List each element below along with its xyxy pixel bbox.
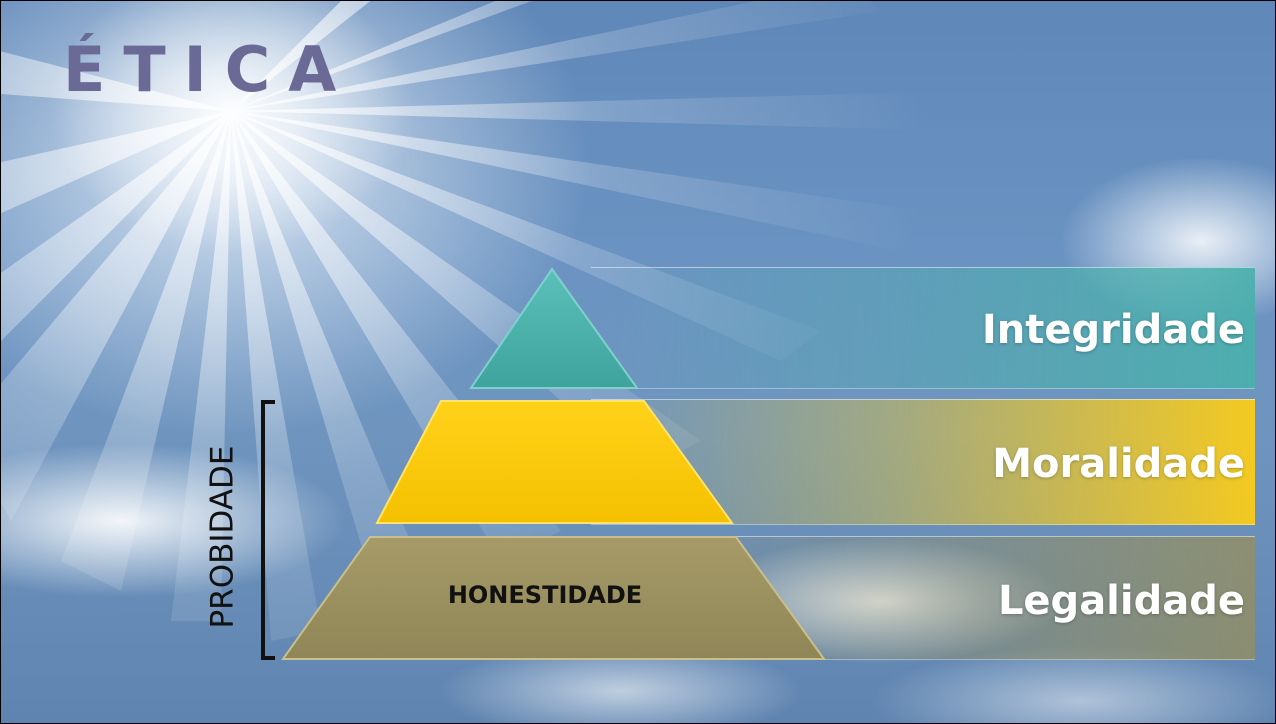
band-moralidade: Moralidade	[591, 399, 1255, 525]
pyramid-bottom-tier	[281, 536, 826, 660]
probidade-label: PROBIDADE	[204, 445, 241, 629]
band-integridade: Integridade	[591, 267, 1255, 389]
probidade-bracket	[261, 400, 275, 660]
probidade-label-wrap: PROBIDADE	[197, 407, 249, 667]
pyramid-bottom-label: HONESTIDADE	[447, 581, 643, 609]
band-label-integridade: Integridade	[981, 307, 1245, 353]
band-label-moralidade: Moralidade	[992, 441, 1245, 487]
pyramid-top-tier	[469, 267, 639, 389]
pyramid-middle-tier	[375, 400, 734, 524]
band-label-legalidade: Legalidade	[997, 578, 1245, 624]
slide-title: ÉTICA	[63, 33, 355, 106]
